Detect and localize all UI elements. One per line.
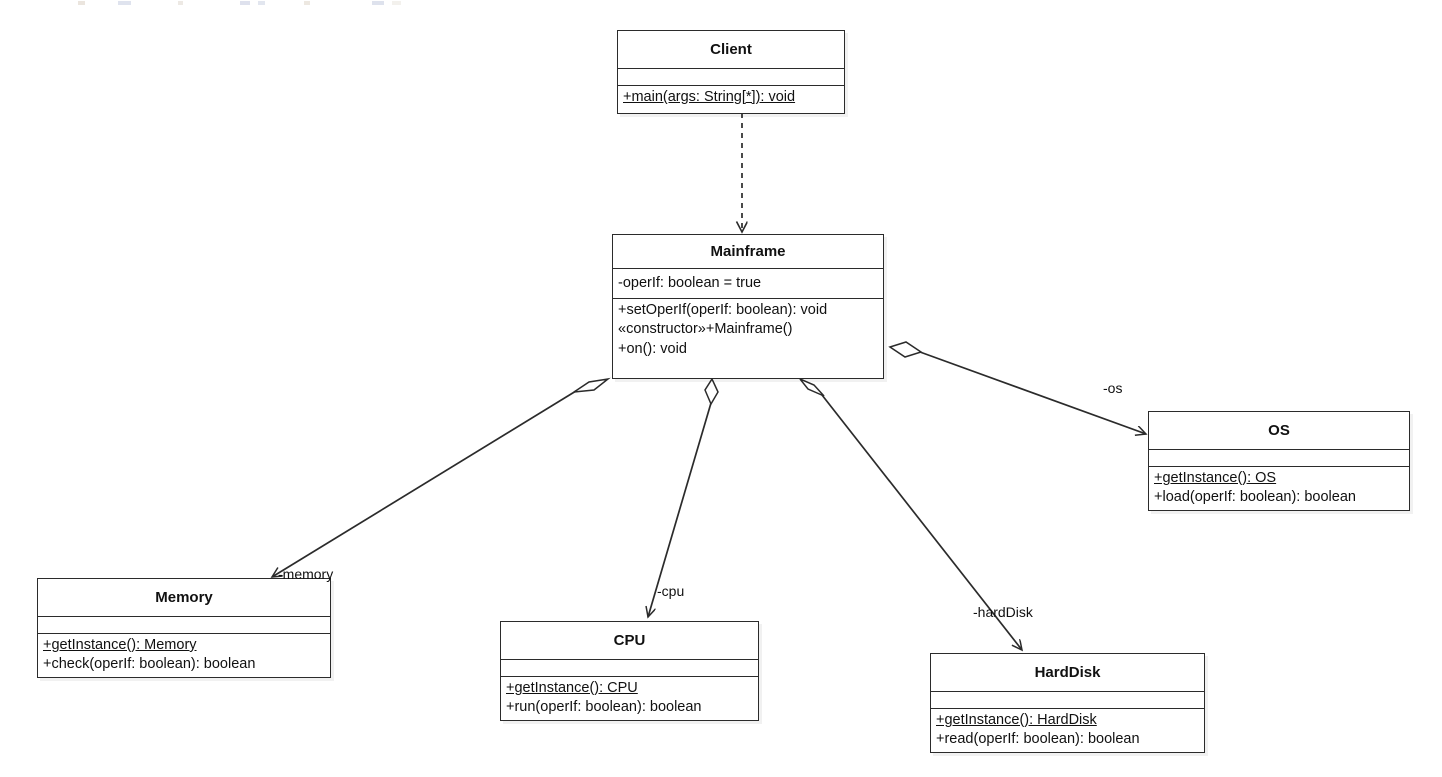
operation-on: +on(): void (618, 340, 687, 357)
class-attributes-os (1149, 450, 1409, 467)
class-operations-client: +main(args: String[*]): void (618, 86, 844, 110)
class-operations-mainframe: +setOperIf(operIf: boolean): void «const… (613, 299, 883, 362)
edge-label-harddisk: -hardDisk (973, 604, 1033, 620)
class-box-memory[interactable]: Memory +getInstance(): Memory +check(ope… (37, 578, 331, 678)
attribute-operIf: -operIf: boolean = true (618, 274, 762, 291)
class-box-harddisk[interactable]: HardDisk +getInstance(): HardDisk +read(… (930, 653, 1205, 753)
operation-getInstance-os: +getInstance(): OS (1154, 470, 1277, 486)
operation-getInstance-harddisk: +getInstance(): HardDisk (936, 712, 1097, 728)
operation-getInstance-memory: +getInstance(): Memory (43, 637, 197, 653)
operation-read: +read(operIf: boolean): boolean (936, 731, 1140, 748)
class-operations-harddisk: +getInstance(): HardDisk +read(operIf: b… (931, 709, 1204, 753)
class-operations-os: +getInstance(): OS +load(operIf: boolean… (1149, 467, 1409, 511)
operation-main: +main(args: String[*]): void (623, 89, 796, 105)
operation-getInstance-cpu: +getInstance(): CPU (506, 680, 638, 696)
relationship-mainframe-harddisk (799, 378, 1022, 650)
edge-label-os: -os (1103, 380, 1123, 396)
operation-constructor-mainframe: «constructor»+Mainframe() (618, 321, 793, 338)
class-name-cpu: CPU (501, 622, 758, 660)
class-operations-memory: +getInstance(): Memory +check(operIf: bo… (38, 634, 330, 678)
class-attributes-mainframe: -operIf: boolean = true (613, 269, 883, 299)
class-box-mainframe[interactable]: Mainframe -operIf: boolean = true +setOp… (612, 234, 884, 379)
class-box-cpu[interactable]: CPU +getInstance(): CPU +run(operIf: boo… (500, 621, 759, 721)
class-attributes-client (618, 69, 844, 86)
class-box-client[interactable]: Client +main(args: String[*]): void (617, 30, 845, 114)
operation-run: +run(operIf: boolean): boolean (506, 699, 702, 716)
edge-label-cpu: -cpu (657, 583, 685, 599)
class-name-harddisk: HardDisk (931, 654, 1204, 692)
class-name-os: OS (1149, 412, 1409, 450)
edge-label-memory: -memory (278, 566, 334, 582)
class-name-client: Client (618, 31, 844, 69)
operation-load: +load(operIf: boolean): boolean (1154, 489, 1356, 506)
class-operations-cpu: +getInstance(): CPU +run(operIf: boolean… (501, 677, 758, 721)
relationship-mainframe-memory (272, 377, 611, 577)
class-attributes-harddisk (931, 692, 1204, 709)
clipped-top-artifact (0, 0, 430, 6)
class-name-memory: Memory (38, 579, 330, 617)
operation-check: +check(operIf: boolean): boolean (43, 656, 256, 673)
relationship-mainframe-cpu (648, 377, 719, 617)
class-name-mainframe: Mainframe (613, 235, 883, 269)
class-box-os[interactable]: OS +getInstance(): OS +load(operIf: bool… (1148, 411, 1410, 511)
relationship-mainframe-os (888, 341, 1146, 434)
class-attributes-cpu (501, 660, 758, 677)
operation-setOperIf: +setOperIf(operIf: boolean): void (618, 302, 828, 318)
class-attributes-memory (38, 617, 330, 634)
